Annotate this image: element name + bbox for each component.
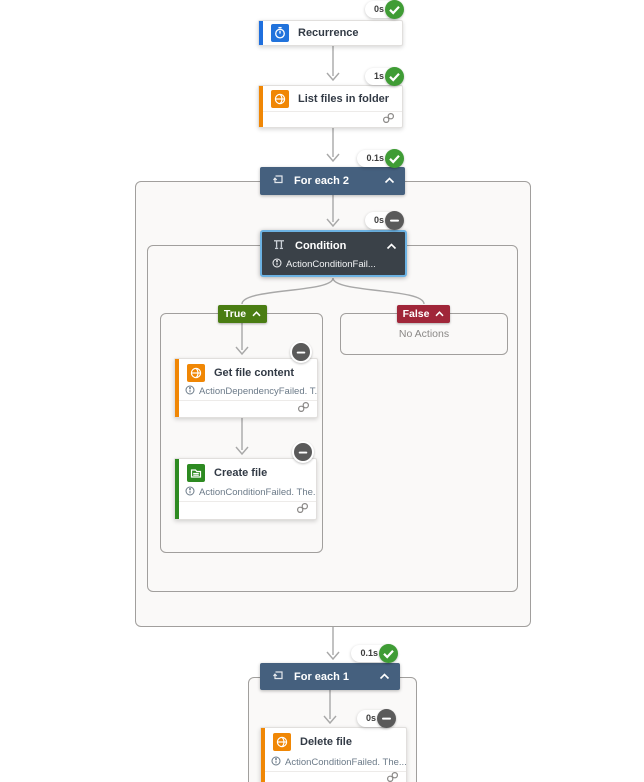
connector-arrowhead [326, 153, 340, 163]
collapse-chevron-icon[interactable] [384, 175, 395, 187]
recurrence-accent-bar [259, 21, 263, 45]
connector-arrowhead [326, 72, 340, 82]
false-branch-scope: No Actions [340, 313, 508, 355]
no-actions-label: No Actions [398, 328, 450, 340]
skipped-minus-icon [377, 709, 396, 728]
connection-icon [296, 501, 309, 519]
for-each-2-label: For each 2 [294, 175, 350, 187]
condition-title: Condition [295, 240, 347, 252]
recurrence-icon [271, 24, 289, 42]
condition-icon [272, 237, 286, 255]
success-check-icon [385, 67, 404, 86]
get-file-content-card[interactable]: Get file content ActionDependencyFailed.… [174, 358, 318, 418]
create-file-error-message: ActionConditionFailed. The... [199, 487, 316, 498]
condition-error-message: ActionConditionFail... [286, 259, 376, 270]
true-label: True [223, 308, 247, 320]
create-file-title: Create file [214, 467, 268, 479]
list-files-icon [271, 89, 289, 108]
info-icon [272, 258, 282, 271]
loop-icon [272, 670, 285, 684]
list-files-status-badge: 1s [364, 67, 404, 86]
success-check-icon [385, 0, 404, 19]
for-each-1-header[interactable]: For each 1 [260, 663, 400, 690]
get-file-content-error-message: ActionDependencyFailed. T... [199, 386, 317, 397]
for-each-1-status-badge: 0.1s [351, 644, 398, 663]
delete-file-icon [273, 733, 291, 751]
collapse-chevron-icon[interactable] [435, 308, 444, 320]
list-files-accent-bar [259, 86, 263, 127]
delete-file-accent-bar [261, 728, 265, 782]
for-each-2-header[interactable]: For each 2 [260, 167, 405, 195]
info-icon [271, 756, 281, 769]
connection-icon [382, 111, 395, 129]
false-branch-badge[interactable]: False [397, 305, 450, 323]
recurrence-card[interactable]: Recurrence [258, 20, 403, 46]
condition-card[interactable]: Condition ActionConditionFail... [260, 230, 407, 277]
get-file-content-accent-bar [175, 359, 179, 417]
info-icon [185, 486, 195, 499]
list-files-in-folder-card[interactable]: List files in folder [258, 85, 403, 128]
collapse-chevron-icon[interactable] [386, 237, 397, 255]
create-file-icon [187, 464, 205, 482]
delete-file-title: Delete file [300, 736, 352, 748]
collapse-chevron-icon[interactable] [252, 308, 261, 320]
for-each-2-status-badge: 0.1s [357, 149, 404, 168]
create-file-skipped-minus-icon [292, 441, 314, 463]
get-file-content-icon [187, 363, 205, 382]
connection-icon [297, 400, 310, 418]
delete-file-status-badge: 0s [356, 709, 396, 728]
skipped-minus-icon [385, 211, 404, 230]
false-label: False [402, 308, 430, 320]
true-branch-badge[interactable]: True [218, 305, 267, 323]
connection-icon [386, 770, 399, 782]
list-files-title: List files in folder [298, 92, 390, 105]
create-file-card[interactable]: Create file ActionConditionFailed. The..… [174, 458, 317, 520]
recurrence-status-badge: 0s [364, 0, 404, 19]
for-each-1-label: For each 1 [294, 670, 350, 683]
collapse-chevron-icon[interactable] [379, 671, 390, 683]
delete-file-card[interactable]: Delete file ActionConditionFailed. The..… [260, 727, 407, 782]
get-file-content-title: Get file content [214, 366, 295, 379]
delete-file-error-message: ActionConditionFailed. The... [285, 756, 406, 768]
connector-arrowhead [326, 651, 340, 661]
condition-status-badge: 0s [364, 211, 404, 230]
recurrence-title: Recurrence [298, 27, 359, 39]
success-check-icon [385, 149, 404, 168]
get-file-content-skipped-minus-icon [290, 341, 312, 363]
info-icon [185, 385, 195, 398]
create-file-accent-bar [175, 459, 179, 519]
success-check-icon [379, 644, 398, 663]
loop-icon [272, 174, 285, 188]
